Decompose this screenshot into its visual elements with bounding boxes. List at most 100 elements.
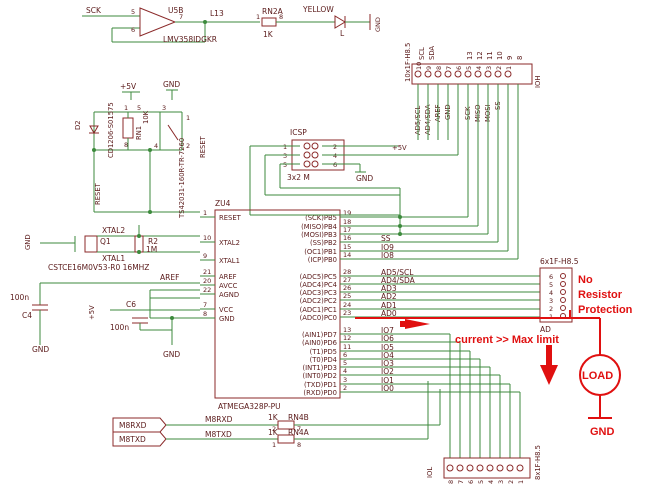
ioh-socket-4 bbox=[474, 70, 482, 78]
rn1-pin8: 8 bbox=[124, 141, 128, 149]
c4-gnd: GND bbox=[32, 345, 49, 354]
mcu-pin-name-9: XTAL1 bbox=[219, 257, 240, 265]
m8rxd-text: M8RXD bbox=[119, 421, 147, 430]
ioh-top-13: 13 bbox=[466, 51, 474, 60]
iol-pin-2: 2 bbox=[507, 480, 515, 484]
q1-label: Q1 bbox=[100, 237, 111, 246]
rn1-pin1: 1 bbox=[124, 104, 128, 112]
mcu-pin-name-28: (ADC5)PC5 bbox=[300, 273, 337, 281]
ad-socket-6 bbox=[560, 273, 566, 279]
c4-value: 100n bbox=[10, 293, 29, 302]
arrow-down-icon bbox=[540, 365, 558, 385]
c4-name: C4 bbox=[22, 311, 32, 320]
sck-label: SCK bbox=[86, 6, 102, 15]
icsp-pin2: 2 bbox=[333, 143, 337, 151]
mcu-pin-num-28: 28 bbox=[343, 268, 351, 276]
mcu-pin-name-1: RESET bbox=[219, 214, 242, 222]
net-label-6: IO4 bbox=[381, 351, 394, 360]
net-label-16: SS bbox=[381, 234, 391, 243]
mcu-pin-name-26: (ADC3)PC3 bbox=[300, 289, 337, 297]
m8rxd-port bbox=[112, 417, 167, 433]
mcu-pin-name-12: (AIN0)PD6 bbox=[302, 339, 337, 347]
ad-pin-3: 3 bbox=[549, 297, 553, 305]
mcu-pin-num-8: 8 bbox=[203, 310, 207, 318]
mcu-pin-num-13: 13 bbox=[343, 326, 351, 334]
crystal-part: CSTCE16M0V53-R0 16MHZ bbox=[48, 263, 149, 272]
rn2a-pin8: 8 bbox=[279, 13, 283, 21]
arrow-right-icon bbox=[405, 319, 430, 329]
resistor-label: Resistor bbox=[578, 289, 623, 301]
mcu-pin-name-20: AVCC bbox=[219, 282, 238, 290]
ioh-top-sda: SDA bbox=[428, 46, 436, 60]
rn4a-pin1: 1 bbox=[272, 441, 276, 449]
mcu-pin-name-11: (T1)PD5 bbox=[310, 348, 337, 356]
reset-switch bbox=[167, 124, 179, 141]
ioh-pin-1: 1 bbox=[505, 66, 513, 70]
sw-pin4: 4 bbox=[154, 142, 158, 150]
mcu-pin-name-16: (SS)PB2 bbox=[310, 239, 337, 247]
iol-name: IOL bbox=[426, 467, 434, 478]
tx-net: M8TXD bbox=[205, 430, 232, 439]
ioh-top-10: 10 bbox=[496, 51, 504, 60]
rn2a-resistor bbox=[261, 17, 277, 27]
icsp-name: ICSP bbox=[290, 128, 307, 137]
net-label-3: IO1 bbox=[381, 376, 394, 385]
mcu-pin-num-27: 27 bbox=[343, 276, 351, 284]
mcu-pin-num-9: 9 bbox=[203, 252, 207, 260]
led-gnd: GND bbox=[374, 17, 382, 32]
net-label-23: AD0 bbox=[381, 309, 397, 318]
net-label-14: IO8 bbox=[381, 251, 394, 260]
rn2a-value: 1K bbox=[263, 30, 274, 39]
crystal-block: GND XTAL2 XTAL1 Q1 R2 1M CSTCE16M0V53-R0… bbox=[24, 225, 200, 272]
mcu-pin-name-17: (MOSI)PB3 bbox=[301, 231, 337, 239]
mcu-pin-name-19: (SCK)PB5 bbox=[305, 214, 337, 222]
ioh-type: 10x1F-H8.5 bbox=[404, 43, 412, 82]
gnd-label: GND bbox=[590, 426, 615, 438]
ad-type: 6x1F-H8.5 bbox=[540, 257, 579, 266]
rn1-resistor bbox=[122, 117, 134, 139]
ioh-socket-1 bbox=[504, 70, 512, 78]
ioh-pin-9: 9 bbox=[425, 66, 433, 70]
ioh-pin-4: 4 bbox=[475, 66, 483, 70]
icsp-pin1: 1 bbox=[283, 143, 287, 151]
rn4a-pin8: 8 bbox=[297, 441, 301, 449]
r2-label: R2 bbox=[148, 237, 158, 246]
mcu-pin-num-11: 11 bbox=[343, 343, 351, 351]
ioh-socket-5 bbox=[464, 70, 472, 78]
ioh-socket-7 bbox=[444, 70, 452, 78]
mcu-pin-num-12: 12 bbox=[343, 334, 351, 342]
icsp-vcc: +5V bbox=[392, 144, 407, 152]
m8txd-port bbox=[112, 431, 167, 447]
mcu-pin-num-1: 1 bbox=[203, 209, 207, 217]
mcu-pin-num-25: 25 bbox=[343, 292, 351, 300]
ioh-pin-6: 6 bbox=[455, 66, 463, 70]
ioh-socket-10 bbox=[414, 70, 422, 78]
ioh-name: IOH bbox=[534, 76, 542, 88]
mcu-pin-num-26: 26 bbox=[343, 284, 351, 292]
protection-label: Protection bbox=[578, 304, 633, 316]
mcu-pin-name-25: (ADC2)PC2 bbox=[300, 297, 337, 305]
mcu-pin-num-20: 20 bbox=[203, 277, 211, 285]
mcu-pin-name-27: (ADC4)PC4 bbox=[300, 281, 337, 289]
opamp-part: LMV358IDGKR bbox=[163, 35, 217, 44]
ioh-socket-2 bbox=[494, 70, 502, 78]
net-label-24: AD1 bbox=[381, 301, 397, 310]
iol-pin-8: 8 bbox=[447, 480, 455, 484]
aref-net: AREF bbox=[160, 273, 179, 282]
reset-vcc: +5V bbox=[120, 82, 137, 91]
iol-socket-1 bbox=[516, 464, 524, 472]
m8txd-text: M8TXD bbox=[119, 435, 146, 444]
rn4b-value: 1K bbox=[268, 413, 279, 422]
ioh-top-11: 11 bbox=[486, 51, 494, 60]
rn4a-name: RN4A bbox=[288, 428, 310, 437]
ad-socket-2 bbox=[560, 305, 566, 311]
ioh-box bbox=[411, 63, 533, 85]
net-label-28: AD5/SCL bbox=[381, 268, 414, 277]
mcu-pin-num-19: 19 bbox=[343, 209, 351, 217]
mcu-pin-num-18: 18 bbox=[343, 218, 351, 226]
mcu-pin-num-24: 24 bbox=[343, 301, 351, 309]
iol-socket-4 bbox=[486, 464, 494, 472]
ioh-socket-6 bbox=[454, 70, 462, 78]
